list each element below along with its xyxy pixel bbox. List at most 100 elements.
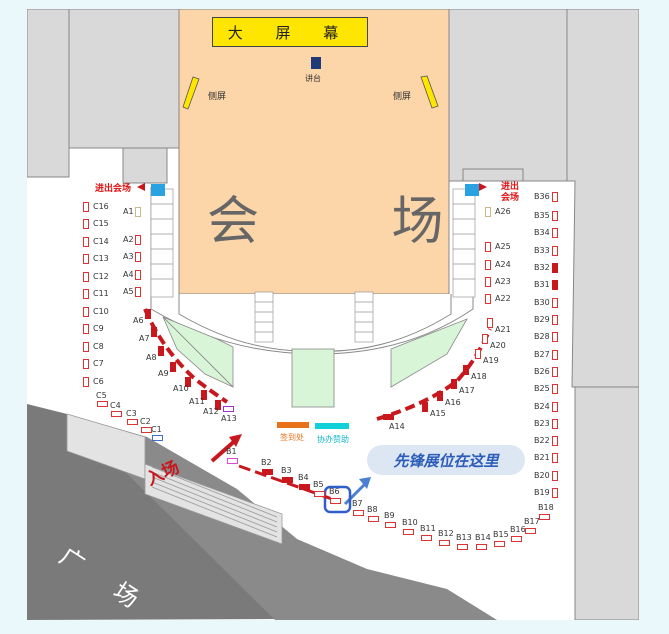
booth-label-b6: B6 xyxy=(329,487,340,496)
pioneer-callout: 先锋展位在这里 xyxy=(367,445,525,475)
booth-a23 xyxy=(485,277,491,287)
booth-label-b29: B29 xyxy=(534,315,550,324)
green-area-right xyxy=(390,318,468,388)
plaza-lower xyxy=(67,414,497,620)
booth-label-a18: A18 xyxy=(471,372,487,381)
booth-c2 xyxy=(141,427,152,433)
booth-c5 xyxy=(97,401,108,407)
booth-b3 xyxy=(282,477,293,483)
booth-b9 xyxy=(385,522,396,528)
hall-label: 会 场 xyxy=(207,192,502,252)
booth-a3 xyxy=(135,252,141,262)
exit-label-left: 进出会场 xyxy=(95,184,132,194)
booth-label-a19: A19 xyxy=(483,356,499,365)
booth-a6 xyxy=(145,309,151,319)
booth-b7 xyxy=(353,510,364,516)
podium-label: 讲台 xyxy=(305,74,321,83)
booth-b6 xyxy=(330,498,341,504)
booth-label-c16: C16 xyxy=(93,202,109,211)
booth-c12 xyxy=(83,272,89,282)
sign-in-desk xyxy=(277,422,309,428)
booth-b25 xyxy=(552,384,558,394)
booth-label-a9: A9 xyxy=(158,369,169,378)
booth-b20 xyxy=(552,471,558,481)
booth-b5 xyxy=(314,491,325,497)
booth-label-b13: B13 xyxy=(456,533,472,542)
booth-label-a16: A16 xyxy=(445,398,461,407)
booth-c8 xyxy=(83,342,89,352)
booth-label-b35: B35 xyxy=(534,211,550,220)
booth-label-b23: B23 xyxy=(534,419,550,428)
booth-label-a11: A11 xyxy=(189,397,205,406)
booth-label-a12: A12 xyxy=(203,407,219,416)
booth-label-c15: C15 xyxy=(93,219,109,228)
booth-a21 xyxy=(487,318,493,328)
booth-label-c12: C12 xyxy=(93,272,109,281)
sponsor-desk xyxy=(315,423,349,429)
booth-label-b2: B2 xyxy=(261,458,272,467)
booth-label-a8: A8 xyxy=(146,353,157,362)
booth-label-c14: C14 xyxy=(93,237,109,246)
pioneer-arrow xyxy=(343,482,367,506)
booth-label-b12: B12 xyxy=(438,529,454,538)
booth-label-a1: A1 xyxy=(123,207,134,216)
booth-c9 xyxy=(83,324,89,334)
booth-a20 xyxy=(482,334,488,344)
booth-label-a14: A14 xyxy=(389,422,405,431)
booth-label-c8: C8 xyxy=(93,342,104,351)
booth-c1 xyxy=(152,435,163,441)
booth-b32 xyxy=(552,263,558,273)
booth-a26 xyxy=(485,207,491,217)
booth-label-a22: A22 xyxy=(495,294,511,303)
booth-label-b14: B14 xyxy=(475,533,491,542)
booth-label-a7: A7 xyxy=(139,334,150,343)
booth-label-b22: B22 xyxy=(534,436,550,445)
booth-label-c11: C11 xyxy=(93,289,109,298)
booth-label-c3: C3 xyxy=(126,409,137,418)
exit-arrow-left xyxy=(137,183,145,191)
building-top-right xyxy=(448,9,568,182)
booth-label-b7: B7 xyxy=(352,499,363,508)
booth-b26 xyxy=(552,367,558,377)
booth-c13 xyxy=(83,254,89,264)
booth-b1 xyxy=(227,458,238,464)
floor-plan-drawing xyxy=(27,9,639,620)
booth-label-c9: C9 xyxy=(93,324,104,333)
booth-b16 xyxy=(511,536,522,542)
building-right xyxy=(566,9,639,388)
booth-b36 xyxy=(552,192,558,202)
exit-marker-right xyxy=(465,184,479,196)
building-top-left xyxy=(68,9,180,149)
booth-a10 xyxy=(185,377,191,387)
booth-label-a15: A15 xyxy=(430,409,446,418)
booth-a16 xyxy=(437,391,443,401)
booth-c14 xyxy=(83,237,89,247)
booth-label-b3: B3 xyxy=(281,466,292,475)
booth-label-b25: B25 xyxy=(534,384,550,393)
booth-a15 xyxy=(422,402,428,412)
booth-b13 xyxy=(457,544,468,550)
booth-label-b5: B5 xyxy=(313,480,324,489)
booth-label-c6: C6 xyxy=(93,377,104,386)
booth-label-b28: B28 xyxy=(534,332,550,341)
booth-label-b10: B10 xyxy=(402,518,418,527)
stairs-center xyxy=(254,291,374,343)
booth-c7 xyxy=(83,359,89,369)
booth-b18 xyxy=(539,514,550,520)
booth-b35 xyxy=(552,211,558,221)
booth-c6 xyxy=(83,377,89,387)
booth-c15 xyxy=(83,219,89,229)
booth-b30 xyxy=(552,298,558,308)
booth-c11 xyxy=(83,289,89,299)
big-screen-label: 大 屏 幕 xyxy=(227,23,353,42)
entrance-stairs xyxy=(66,413,283,545)
booth-label-b20: B20 xyxy=(534,471,550,480)
booth-label-b16: B16 xyxy=(510,525,526,534)
booth-c10 xyxy=(83,307,89,317)
booth-b27 xyxy=(552,350,558,360)
booth-b28 xyxy=(552,332,558,342)
booth-a5 xyxy=(135,287,141,297)
exit-arrow-right xyxy=(479,183,487,191)
booth-a4 xyxy=(135,270,141,280)
booth-a19 xyxy=(475,349,481,359)
